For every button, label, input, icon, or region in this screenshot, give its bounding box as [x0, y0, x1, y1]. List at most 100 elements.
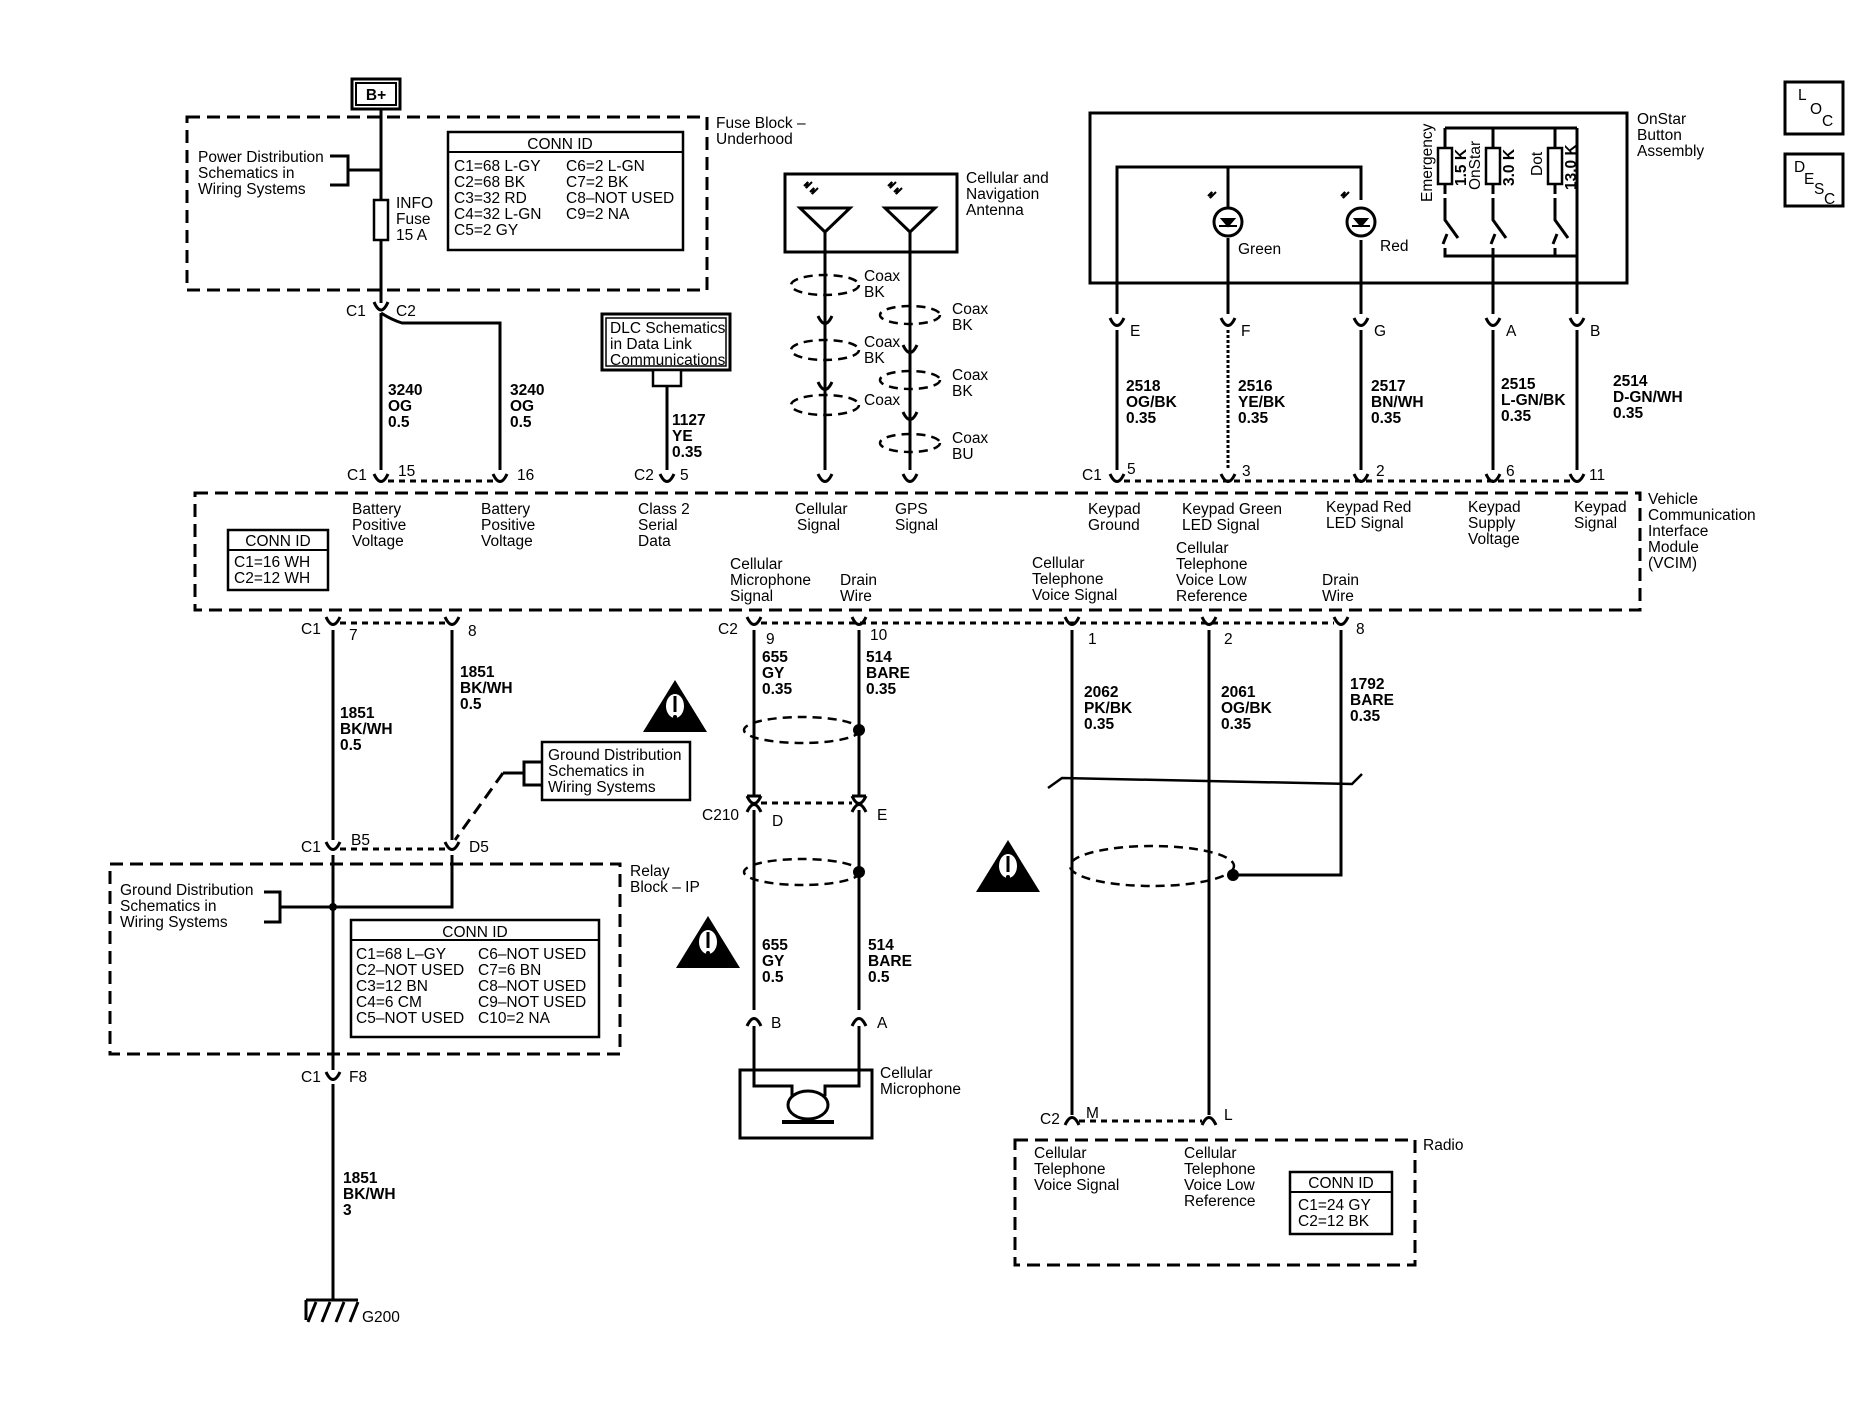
wire-label: 655: [762, 937, 788, 954]
continuation-break: [1047, 773, 1363, 790]
pin-label: Signal: [1574, 515, 1617, 532]
wire-label: 2061: [1221, 684, 1256, 701]
vcim-c2: C2: [634, 467, 654, 484]
wire-label: 2514: [1613, 373, 1648, 390]
pin-label: Supply: [1468, 515, 1516, 532]
wire-label: 2062: [1084, 684, 1118, 701]
desc-icon[interactable]: D E S C: [1783, 152, 1845, 208]
dlc-ref-text: DLC Schematics: [610, 320, 726, 337]
ground-ref-text: Schematics in: [548, 763, 644, 780]
pin-number: D5: [469, 839, 489, 856]
fuse-block-title: Fuse Block –: [716, 115, 806, 132]
ground-distribution-ref-box: Ground Distribution Schematics in Wiring…: [540, 740, 692, 802]
pin-label: Signal: [797, 517, 840, 534]
power-distribution-ref-3: Wiring Systems: [198, 181, 306, 198]
wire-label: OG: [388, 398, 412, 415]
conn-id-row: C8–NOT USED: [478, 978, 586, 995]
conn-id-title: CONN ID: [527, 136, 592, 153]
pin-number: B: [771, 1015, 781, 1032]
resistor: [1546, 146, 1564, 186]
vcim-title: Communication: [1648, 507, 1756, 524]
fuse-block-c2: C2: [396, 303, 416, 320]
resistor-value: 3.0 K: [1501, 148, 1518, 186]
led-label: Green: [1238, 241, 1281, 258]
caution-icon: [976, 840, 1040, 892]
conn-id-row: C5–NOT USED: [356, 1010, 464, 1027]
pin-label: Voltage: [1468, 531, 1520, 548]
conn-id-row: C2=68 BK: [454, 174, 526, 191]
conn-id-row: C2=12 BK: [1298, 1213, 1370, 1230]
wire-label: GY: [762, 953, 785, 970]
wire-label: OG/BK: [1126, 394, 1178, 411]
fuse-block-underhood: [185, 115, 709, 292]
conn-id-row: C3=12 BN: [356, 978, 428, 995]
coax-label: BK: [952, 383, 973, 400]
pin-label: Positive: [481, 517, 535, 534]
fuse-block-title-2: Underhood: [716, 131, 793, 148]
wire-label: 3: [343, 1202, 352, 1219]
wire-label: 0.5: [868, 969, 890, 986]
pin-number: A: [877, 1015, 888, 1032]
pin-label: Data: [638, 533, 671, 550]
pin-number: 8: [468, 623, 477, 640]
pin-label: Keypad Red: [1326, 499, 1411, 516]
vcim-module: [193, 491, 1642, 612]
caution-icon: [676, 916, 740, 968]
pin-label: Keypad Green: [1182, 501, 1282, 518]
pin-label: Telephone: [1032, 571, 1104, 588]
cellular-navigation-antenna: [783, 172, 959, 254]
pin-label: Keypad: [1574, 499, 1627, 516]
switch-label: Emergency: [1419, 123, 1436, 202]
pin-label: Cellular: [1034, 1145, 1087, 1162]
coax-label: Coax: [952, 301, 988, 318]
relay-block-title: Relay: [630, 863, 670, 880]
desc-letter: D: [1794, 159, 1805, 176]
coax-label: Coax: [864, 268, 900, 285]
vcim-title: Interface: [1648, 523, 1708, 540]
green-led: [1207, 191, 1244, 238]
wire-label: 0.35: [1126, 410, 1157, 427]
pin-label: Ground: [1088, 517, 1140, 534]
conn-id-title: CONN ID: [245, 533, 310, 550]
loc-icon[interactable]: L O C: [1783, 80, 1845, 136]
resistor: [1484, 146, 1502, 186]
wire-label: 0.5: [340, 737, 362, 754]
wire-label: 1851: [343, 1170, 378, 1187]
conn-id-row: C9=2 NA: [566, 206, 630, 223]
pin-number: 6: [1506, 463, 1515, 480]
fuse-block-c1: C1: [346, 303, 366, 320]
conn-id-row: C6–NOT USED: [478, 946, 586, 963]
conn-id-row: C5=2 GY: [454, 222, 518, 239]
wire-label: 0.35: [1221, 716, 1252, 733]
onstar-label: Button: [1637, 127, 1682, 144]
wire-label: D-GN/WH: [1613, 389, 1683, 406]
conn-id-row: C6=2 L-GN: [566, 158, 645, 175]
wire-label: 3240: [510, 382, 544, 399]
pin-number: 11: [1589, 467, 1605, 484]
wire-label: 0.35: [1501, 408, 1532, 425]
fuse-label-2: Fuse: [396, 211, 430, 228]
pin-label: Cellular: [1184, 1145, 1237, 1162]
ground-ref-text: Wiring Systems: [120, 914, 228, 931]
pin-number: 9: [766, 631, 775, 648]
conn-id-row: C4=32 L-GN: [454, 206, 541, 223]
ground-symbol: [304, 1298, 360, 1323]
conn-id-row: C3=32 RD: [454, 190, 527, 207]
pin-label: Telephone: [1034, 1161, 1106, 1178]
wire-label: 3240: [388, 382, 422, 399]
conn-id-row: C9–NOT USED: [478, 994, 586, 1011]
conn-id-row: C1=24 GY: [1298, 1197, 1371, 1214]
desc-letter: E: [1804, 171, 1814, 188]
vcim-title: Vehicle: [1648, 491, 1698, 508]
ground-ref-text: Wiring Systems: [548, 779, 656, 796]
dlc-ref-text: Communications: [610, 352, 726, 369]
pin-label: Voice Low: [1176, 572, 1247, 589]
pin-number: B5: [351, 832, 370, 849]
pin-label: Serial: [638, 517, 678, 534]
wire-label: 1127: [672, 412, 706, 429]
wire-label: 0.35: [1613, 405, 1644, 422]
vcim-c2: C2: [718, 621, 738, 638]
pin-label: Battery: [352, 501, 401, 518]
pin-label: GPS: [895, 501, 928, 518]
pin-number: 3: [1242, 463, 1251, 480]
